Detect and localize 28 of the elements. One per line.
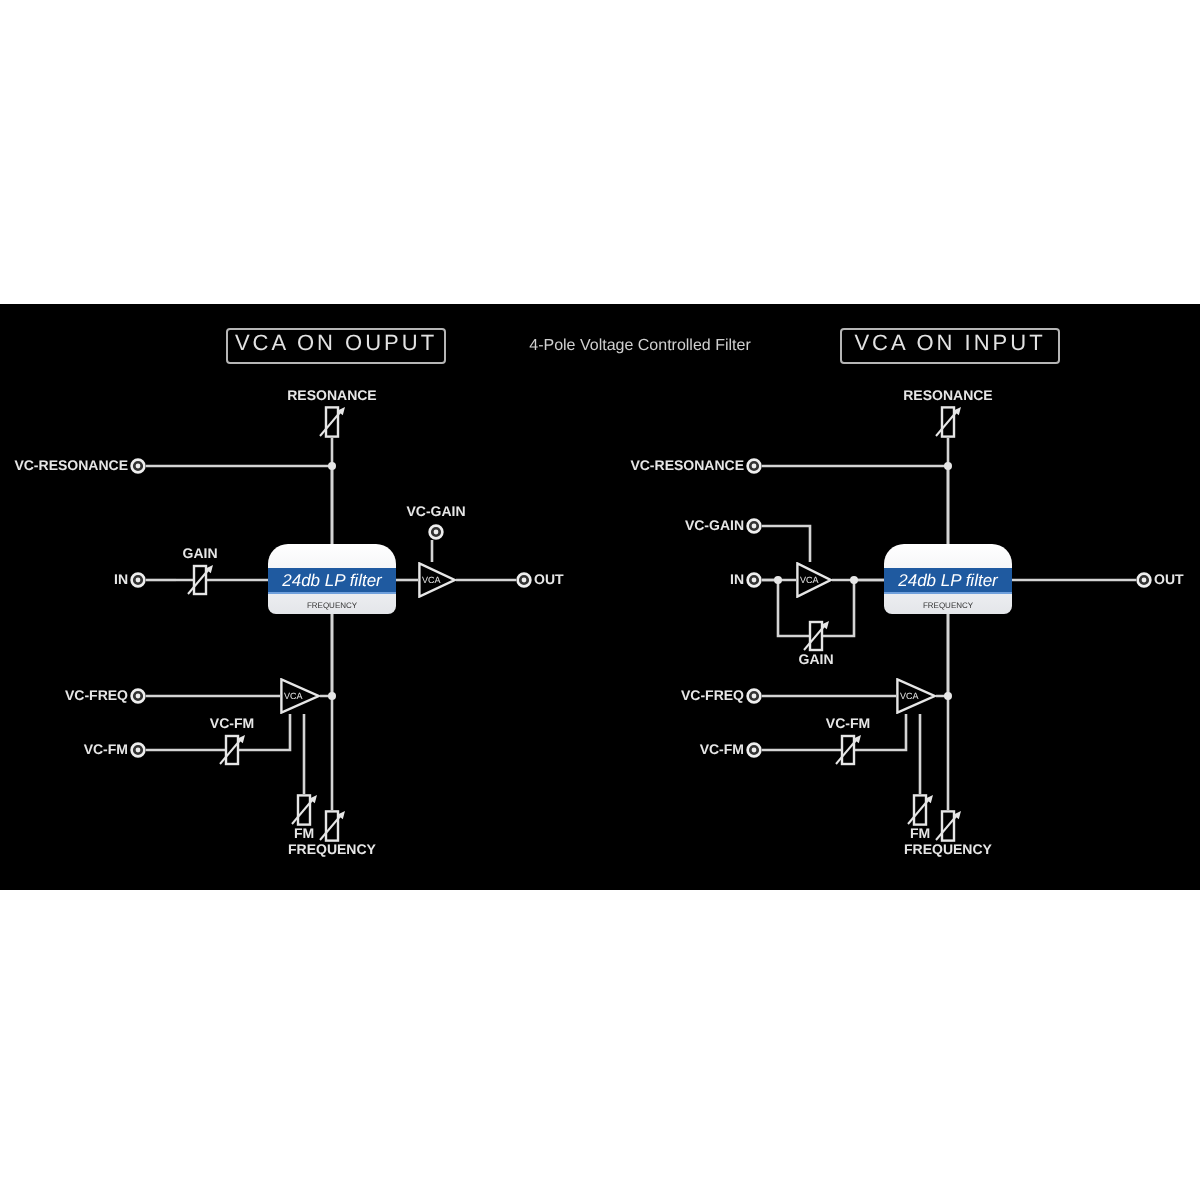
wire: [264, 714, 292, 752]
diagram-title: 4-Pole Voltage Controlled Filter: [527, 336, 753, 354]
wire: [762, 524, 812, 562]
filter-label: 24db LP filter: [884, 568, 1012, 594]
wire: [880, 714, 908, 752]
filter-chip: [884, 544, 1012, 614]
section-heading: VCA ON OUPUT: [226, 328, 446, 364]
wire: [302, 714, 306, 794]
filter-label: 24db LP filter: [268, 568, 396, 594]
wire: [396, 578, 418, 582]
wire: [762, 694, 896, 698]
wire: [918, 714, 922, 794]
wire: [842, 578, 884, 638]
wire: [146, 464, 334, 544]
wire: [946, 614, 950, 810]
wire: [762, 464, 950, 544]
wire: [1012, 578, 1136, 582]
wire: [146, 748, 200, 752]
section-heading: VCA ON INPUT: [840, 328, 1060, 364]
wire: [224, 578, 268, 582]
wire: [330, 614, 334, 810]
filter-chip: [268, 544, 396, 614]
wire: [456, 578, 516, 582]
wire: [146, 578, 176, 582]
wire: [430, 540, 434, 562]
wire: [762, 748, 816, 752]
wire: [762, 578, 790, 638]
wire: [146, 694, 280, 698]
